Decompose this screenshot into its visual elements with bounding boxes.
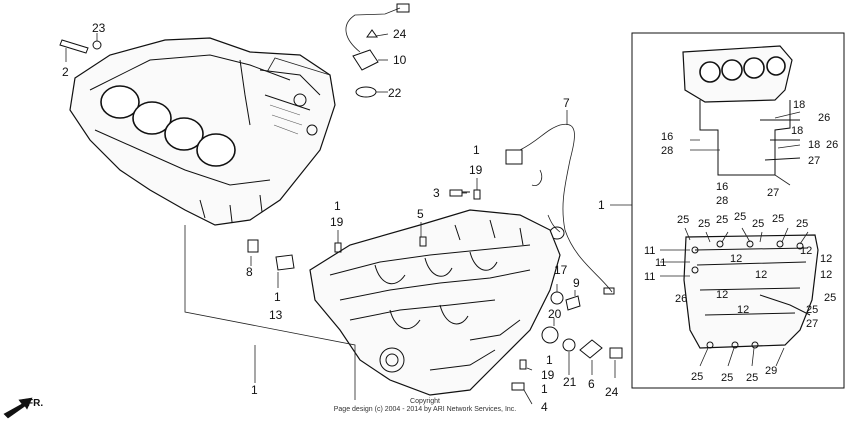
label-6: 6 bbox=[588, 377, 595, 391]
label-5: 5 bbox=[417, 207, 424, 221]
inset-label-25d: 25 bbox=[734, 211, 746, 223]
inset-label-25e: 25 bbox=[752, 218, 764, 230]
inset-label-28a: 28 bbox=[661, 145, 673, 157]
dowel-5 bbox=[419, 236, 427, 247]
cylinder-bore-4 bbox=[196, 133, 236, 167]
label-19b: 19 bbox=[330, 215, 344, 229]
wire-harness-7 bbox=[505, 123, 615, 295]
label-1a: 1 bbox=[473, 143, 480, 157]
inset-label-27a: 27 bbox=[808, 155, 820, 167]
inset-label-25j: 25 bbox=[691, 371, 703, 383]
cylinder-bore-2 bbox=[132, 101, 172, 135]
o-ring-22 bbox=[355, 86, 377, 98]
cylinder-bore-1 bbox=[100, 85, 140, 119]
label-13: 13 bbox=[269, 308, 283, 322]
label-22: 22 bbox=[388, 86, 402, 100]
lower-crankcase bbox=[309, 209, 561, 396]
sensor-10 bbox=[345, 3, 410, 71]
inset-label-25b: 25 bbox=[698, 218, 710, 230]
inset-label-12e: 12 bbox=[820, 269, 832, 281]
copyright-line-2: Page design (c) 2004 - 2014 by ARI Netwo… bbox=[334, 406, 517, 413]
upper-crankcase bbox=[69, 37, 336, 226]
inset-label-16b: 16 bbox=[716, 181, 728, 193]
inset-label-25h: 25 bbox=[824, 292, 836, 304]
label-17: 17 bbox=[554, 263, 568, 277]
bolt-3 bbox=[449, 189, 470, 197]
label-4: 4 bbox=[541, 400, 548, 414]
inset-label-25f: 25 bbox=[772, 213, 784, 225]
inset-label-12a: 12 bbox=[730, 253, 742, 265]
inset-label-18c: 18 bbox=[808, 139, 820, 151]
label-2: 2 bbox=[62, 65, 69, 79]
inset-label-25c: 25 bbox=[716, 214, 728, 226]
label-1g: 1 bbox=[598, 198, 605, 212]
label-19c: 19 bbox=[541, 368, 555, 382]
dowel-19c bbox=[519, 359, 527, 370]
label-24b: 24 bbox=[605, 385, 619, 399]
label-1f: 1 bbox=[251, 383, 258, 397]
inset-label-28b: 28 bbox=[716, 195, 728, 207]
label-20: 20 bbox=[548, 307, 562, 321]
leader-lines bbox=[65, 33, 632, 405]
dowel-pin-2 bbox=[59, 39, 89, 54]
label-10: 10 bbox=[393, 53, 407, 67]
inset-label-25k: 25 bbox=[721, 372, 733, 384]
arrow-down-left-icon bbox=[3, 397, 33, 419]
inset-label-25g: 25 bbox=[796, 218, 808, 230]
inset-label-12c: 12 bbox=[820, 253, 832, 265]
inset-label-26a: 26 bbox=[818, 112, 830, 124]
front-marker-label: FR. bbox=[27, 398, 43, 409]
label-19a: 19 bbox=[469, 163, 483, 177]
inset-label-12b: 12 bbox=[800, 245, 812, 257]
inset-label-27b: 27 bbox=[767, 187, 779, 199]
bolt-24b bbox=[609, 347, 623, 359]
inset-label-11c: 11 bbox=[644, 271, 655, 283]
inset-label-25i: 25 bbox=[806, 304, 818, 316]
inset-label-12d: 12 bbox=[755, 269, 767, 281]
inset-label-26c: 26 bbox=[675, 293, 687, 305]
washer-4 bbox=[511, 382, 525, 391]
inset-label-11a: 11 bbox=[644, 245, 655, 257]
label-1e: 1 bbox=[541, 382, 548, 396]
copyright-line-1: Copyright bbox=[410, 398, 440, 405]
cap-20 bbox=[541, 326, 559, 344]
inset-label-11b: 11 bbox=[655, 257, 666, 269]
label-1d: 1 bbox=[546, 353, 553, 367]
plug-13 bbox=[275, 254, 295, 271]
inset-label-25l: 25 bbox=[746, 372, 758, 384]
inset-label-29: 29 bbox=[765, 365, 777, 377]
label-7: 7 bbox=[563, 96, 570, 110]
seal-17 bbox=[550, 291, 564, 305]
front-marker: FR. bbox=[3, 397, 43, 419]
label-21: 21 bbox=[563, 375, 577, 389]
dowel-19a bbox=[473, 189, 481, 200]
switch-9 bbox=[565, 295, 581, 311]
washer-21 bbox=[562, 338, 576, 352]
bolt-8 bbox=[247, 239, 259, 253]
inset-label-27c: 27 bbox=[806, 318, 818, 330]
inset-label-12f: 12 bbox=[716, 289, 728, 301]
bracket-6 bbox=[579, 339, 603, 359]
label-1b: 1 bbox=[334, 199, 341, 213]
label-3: 3 bbox=[433, 186, 440, 200]
label-1c: 1 bbox=[274, 290, 281, 304]
label-9: 9 bbox=[573, 276, 580, 290]
inset-label-12g: 12 bbox=[737, 304, 749, 316]
inset-label-25a: 25 bbox=[677, 214, 689, 226]
inset-label-26b: 26 bbox=[826, 139, 838, 151]
inset-label-16a: 16 bbox=[661, 131, 673, 143]
label-23: 23 bbox=[92, 21, 106, 35]
label-8: 8 bbox=[246, 265, 253, 279]
inset-label-18b: 18 bbox=[791, 125, 803, 137]
inset-panel bbox=[631, 32, 845, 389]
label-24a: 24 bbox=[393, 27, 407, 41]
inset-label-18a: 18 bbox=[793, 99, 805, 111]
washer-23 bbox=[92, 40, 102, 50]
cylinder-bore-3 bbox=[164, 117, 204, 151]
